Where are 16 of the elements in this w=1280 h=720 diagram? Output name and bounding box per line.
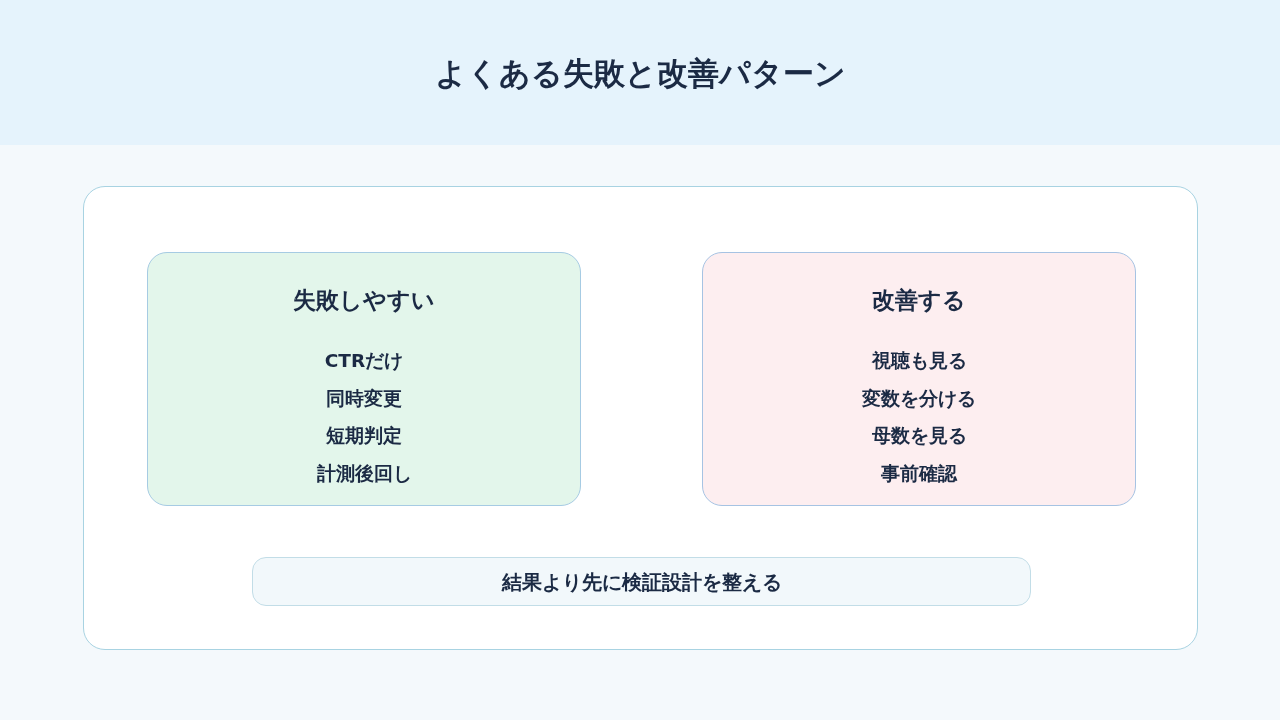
category-card	[702, 252, 1136, 506]
summary-text: 結果より先に検証設計を整える	[501, 568, 782, 596]
list-item: 同時変更	[326, 386, 402, 411]
list-item: CTRだけ	[324, 349, 404, 373]
list-item: 計測後回し	[316, 461, 412, 486]
summary-banner	[252, 557, 1031, 606]
list-item: 母数を見る	[871, 424, 967, 448]
content-panel	[83, 186, 1198, 650]
list-item: 変数を分ける	[862, 386, 976, 411]
list-item: 短期判定	[326, 424, 402, 448]
category-card	[147, 252, 581, 506]
card-heading: 失敗しやすい	[293, 286, 435, 315]
list-item: 視聴も見る	[871, 349, 967, 373]
title-text: よくある失敗と改善パターン	[434, 54, 846, 93]
list-item: 事前確認	[881, 461, 957, 486]
card-heading: 改善する	[872, 286, 966, 315]
